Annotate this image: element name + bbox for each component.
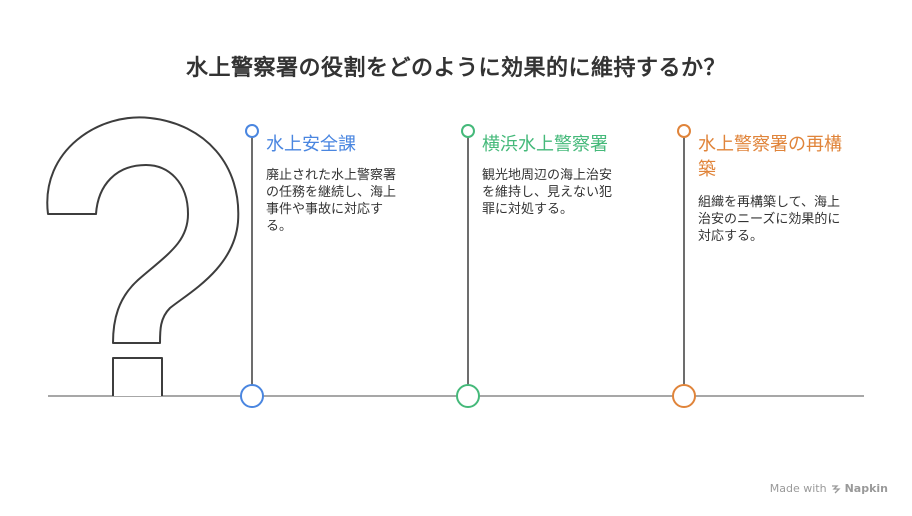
item-1-description-line: の任務を継続し、海上 [266,185,397,200]
item-2-description-line: 観光地周辺の海上治安 [482,168,613,183]
item-3-bottom-marker [672,384,696,408]
item-2-top-marker [461,124,475,138]
item-1-description: 廃止された水上警察署 の任務を継続し、海上 事件や事故に対応す る。 [266,167,436,235]
napkin-logo-icon [831,484,841,493]
item-1-bottom-marker [240,384,264,408]
page-title: 水上警察署の役割をどのように効果的に維持するか？ [185,56,726,81]
item-3-description-line: 組織を再構築して、海上 [698,195,840,210]
item-2-description-line: を維持し、見えない犯 [482,185,613,200]
item-1-description-line: 廃止された水上警察署 [266,168,397,183]
item-3-heading: 水上警察署の再構 築 [698,132,842,182]
question-mark-icon [46,116,240,344]
item-1-top-marker [245,124,259,138]
item-3-description-line: 対応する。 [698,229,764,244]
watermark-prefix: Made with [769,482,827,495]
item-2-description: 観光地周辺の海上治安 を維持し、見えない犯 罪に対処する。 [482,167,652,218]
item-3-description: 組織を再構築して、海上 治安のニーズに効果的に 対応する。 [698,194,878,245]
item-3-top-marker [677,124,691,138]
watermark-brand: Napkin [844,482,888,495]
item-3-description-line: 治安のニーズに効果的に [698,212,841,227]
watermark[interactable]: Made with Napkin [770,482,888,495]
item-1-heading: 水上安全課 [266,134,356,155]
item-1-description-line: 事件や事故に対応す [266,202,384,217]
item-3-heading-line: 水上警察署の再構 [698,134,842,155]
item-3-heading-line: 築 [698,159,716,180]
item-2-bottom-marker [456,384,480,408]
item-1-description-line: る。 [266,219,293,234]
item-2-description-line: 罪に対処する。 [482,202,574,217]
item-2-heading: 横浜水上警察署 [482,134,608,155]
question-mark-dot [112,357,163,396]
